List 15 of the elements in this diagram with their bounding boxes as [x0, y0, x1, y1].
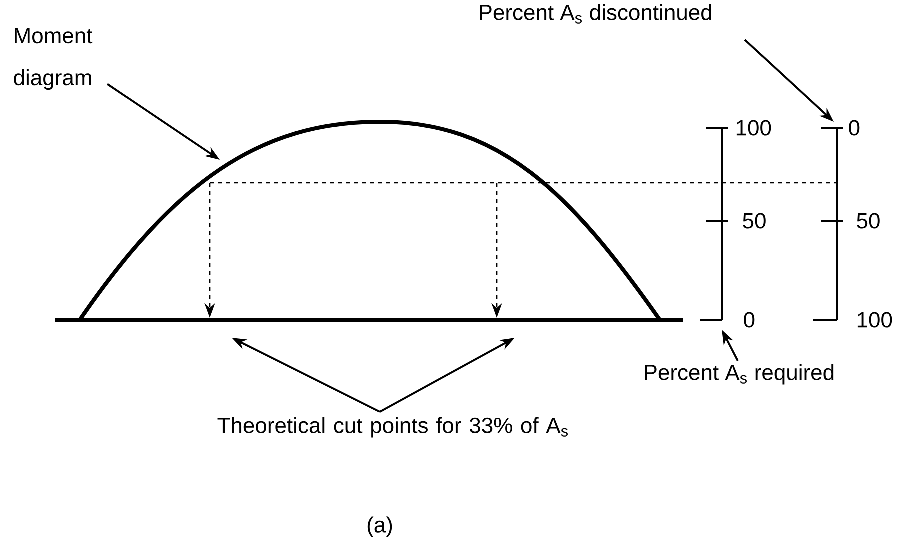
dashed-line [722, 182, 837, 184]
text-label: Percent A$_{s}$ discontinued [480, 4, 712, 24]
tick-label: 50 [743, 213, 766, 229]
scale [812, 127, 844, 321]
text-label: Percent A$_{s}$ required [645, 364, 834, 385]
tick-label: 0 [849, 120, 860, 136]
text-label: Moment diagram [14, 28, 93, 90]
tick-label: 100 [736, 120, 772, 136]
tick-label: 100 [858, 312, 892, 328]
tick-label: 50 [857, 213, 880, 229]
text-label: Theoretical cut points for 33% of A$_{s}$ [218, 417, 568, 438]
beam-line [55, 318, 683, 322]
scale [699, 127, 729, 321]
caption: (a) [368, 516, 392, 538]
tick-label: 0 [744, 312, 755, 328]
